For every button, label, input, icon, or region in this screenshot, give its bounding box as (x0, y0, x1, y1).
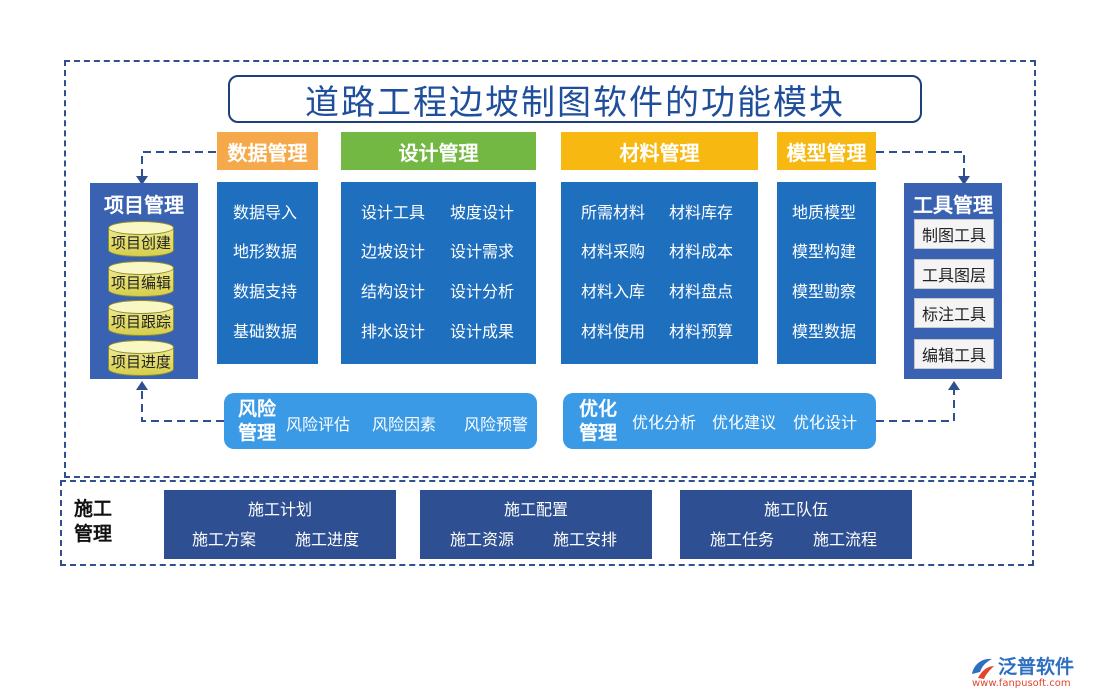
arrow-head-optimize-to-tool (948, 381, 960, 390)
construction-item: 施工安排 (553, 530, 618, 549)
material-mgmt-item: 材料成本 (669, 242, 734, 261)
design-mgmt-item: 设计工具 (361, 203, 426, 222)
material-mgmt-item: 材料入库 (581, 282, 646, 301)
construction-item: 施工资源 (450, 530, 515, 549)
construction-team-box: 施工队伍 施工任务 施工流程 (680, 490, 912, 559)
project-mgmt-panel: 项目管理 项目创建 项目编辑 项目跟踪 项目进度 (90, 183, 198, 379)
design-mgmt-item: 结构设计 (361, 282, 426, 301)
construction-item: 施工进度 (295, 530, 360, 549)
design-mgmt-box: 设计工具 坡度设计 边坡设计 设计需求 结构设计 设计分析 排水设计 设计成果 (341, 182, 536, 364)
arrow-risk-to-project (141, 388, 224, 422)
tool-mgmt-panel: 工具管理 制图工具 工具图层 标注工具 编辑工具 (904, 183, 1002, 379)
tool-item: 编辑工具 (914, 339, 994, 369)
data-mgmt-item: 基础数据 (233, 322, 298, 341)
arrow-optimize-to-tool (876, 388, 955, 422)
optimize-item: 优化设计 (793, 413, 858, 432)
data-mgmt-item: 地形数据 (233, 242, 298, 261)
material-mgmt-item: 材料盘点 (669, 282, 734, 301)
risk-mgmt-label: 风险 管理 (238, 398, 277, 444)
risk-mgmt-bar: 风险 管理 风险评估 风险因素 风险预警 (224, 393, 537, 449)
optimize-mgmt-label: 优化 管理 (579, 398, 618, 444)
design-mgmt-item: 排水设计 (361, 322, 426, 341)
data-mgmt-item: 数据支持 (233, 282, 298, 301)
design-mgmt-item: 坡度设计 (450, 203, 515, 222)
optimize-item: 优化分析 (632, 413, 697, 432)
design-mgmt-item: 设计成果 (450, 322, 515, 341)
arrow-head-risk-to-project (136, 381, 148, 390)
construction-item: 施工流程 (813, 530, 878, 549)
tool-item: 工具图层 (914, 259, 994, 289)
project-create-cylinder: 项目创建 (108, 221, 174, 257)
arrow-data-to-project (141, 151, 216, 178)
project-track-cylinder: 项目跟踪 (108, 300, 174, 336)
project-edit-cylinder: 项目编辑 (108, 261, 174, 297)
fanpu-logo-url: www.fanpusoft.com (972, 678, 1071, 689)
construction-item: 施工任务 (710, 530, 775, 549)
material-mgmt-header: 材料管理 (561, 132, 758, 170)
design-mgmt-item: 边坡设计 (361, 242, 426, 261)
arrow-head-model-to-tool (958, 176, 970, 185)
construction-plan-box: 施工计划 施工方案 施工进度 (164, 490, 396, 559)
model-mgmt-item: 地质模型 (792, 203, 857, 222)
fanpu-logo: 泛普软件 www.fanpusoft.com (968, 650, 1092, 692)
construction-group-title: 施工队伍 (763, 500, 828, 519)
material-mgmt-box: 所需材料 材料库存 材料采购 材料成本 材料入库 材料盘点 材料使用 材料预算 (561, 182, 758, 364)
construction-group-title: 施工计划 (247, 500, 312, 519)
main-frame (64, 60, 1036, 478)
design-mgmt-item: 设计分析 (450, 282, 515, 301)
risk-item: 风险评估 (286, 415, 351, 434)
design-mgmt-header: 设计管理 (341, 132, 536, 170)
material-mgmt-item: 材料预算 (669, 322, 734, 341)
project-progress-cylinder: 项目进度 (108, 340, 174, 376)
optimize-mgmt-bar: 优化 管理 优化分析 优化建议 优化设计 (563, 393, 876, 449)
fanpu-logo-brand: 泛普软件 (998, 656, 1075, 678)
construction-item: 施工方案 (192, 530, 257, 549)
diagram-title: 道路工程边坡制图软件的功能模块 (228, 75, 922, 123)
material-mgmt-item: 所需材料 (581, 203, 646, 222)
model-mgmt-header: 模型管理 (777, 132, 876, 170)
construction-mgmt-label: 施工 管理 (74, 498, 113, 545)
model-mgmt-item: 模型数据 (792, 322, 857, 341)
material-mgmt-item: 材料使用 (581, 322, 646, 341)
risk-item: 风险预警 (464, 415, 529, 434)
tool-mgmt-title: 工具管理 (913, 193, 993, 217)
optimize-item: 优化建议 (712, 413, 777, 432)
tool-item: 标注工具 (914, 298, 994, 328)
model-mgmt-item: 模型构建 (792, 242, 857, 261)
risk-item: 风险因素 (372, 415, 437, 434)
design-mgmt-item: 设计需求 (450, 242, 515, 261)
data-mgmt-item: 数据导入 (233, 203, 298, 222)
model-mgmt-item: 模型勘察 (792, 282, 857, 301)
construction-group-title: 施工配置 (503, 500, 568, 519)
model-mgmt-box: 地质模型 模型构建 模型勘察 模型数据 (777, 182, 876, 364)
project-mgmt-title: 项目管理 (104, 193, 184, 217)
fanpu-logo-icon (972, 658, 994, 679)
arrow-head-data-to-project (136, 176, 148, 185)
arrow-model-to-tool (876, 151, 965, 178)
material-mgmt-item: 材料库存 (669, 203, 734, 222)
data-mgmt-header: 数据管理 (217, 132, 318, 170)
construction-frame (60, 480, 1034, 566)
data-mgmt-box: 数据导入 地形数据 数据支持 基础数据 (217, 182, 318, 364)
tool-item: 制图工具 (914, 219, 994, 249)
material-mgmt-item: 材料采购 (581, 242, 646, 261)
construction-config-box: 施工配置 施工资源 施工安排 (420, 490, 652, 559)
